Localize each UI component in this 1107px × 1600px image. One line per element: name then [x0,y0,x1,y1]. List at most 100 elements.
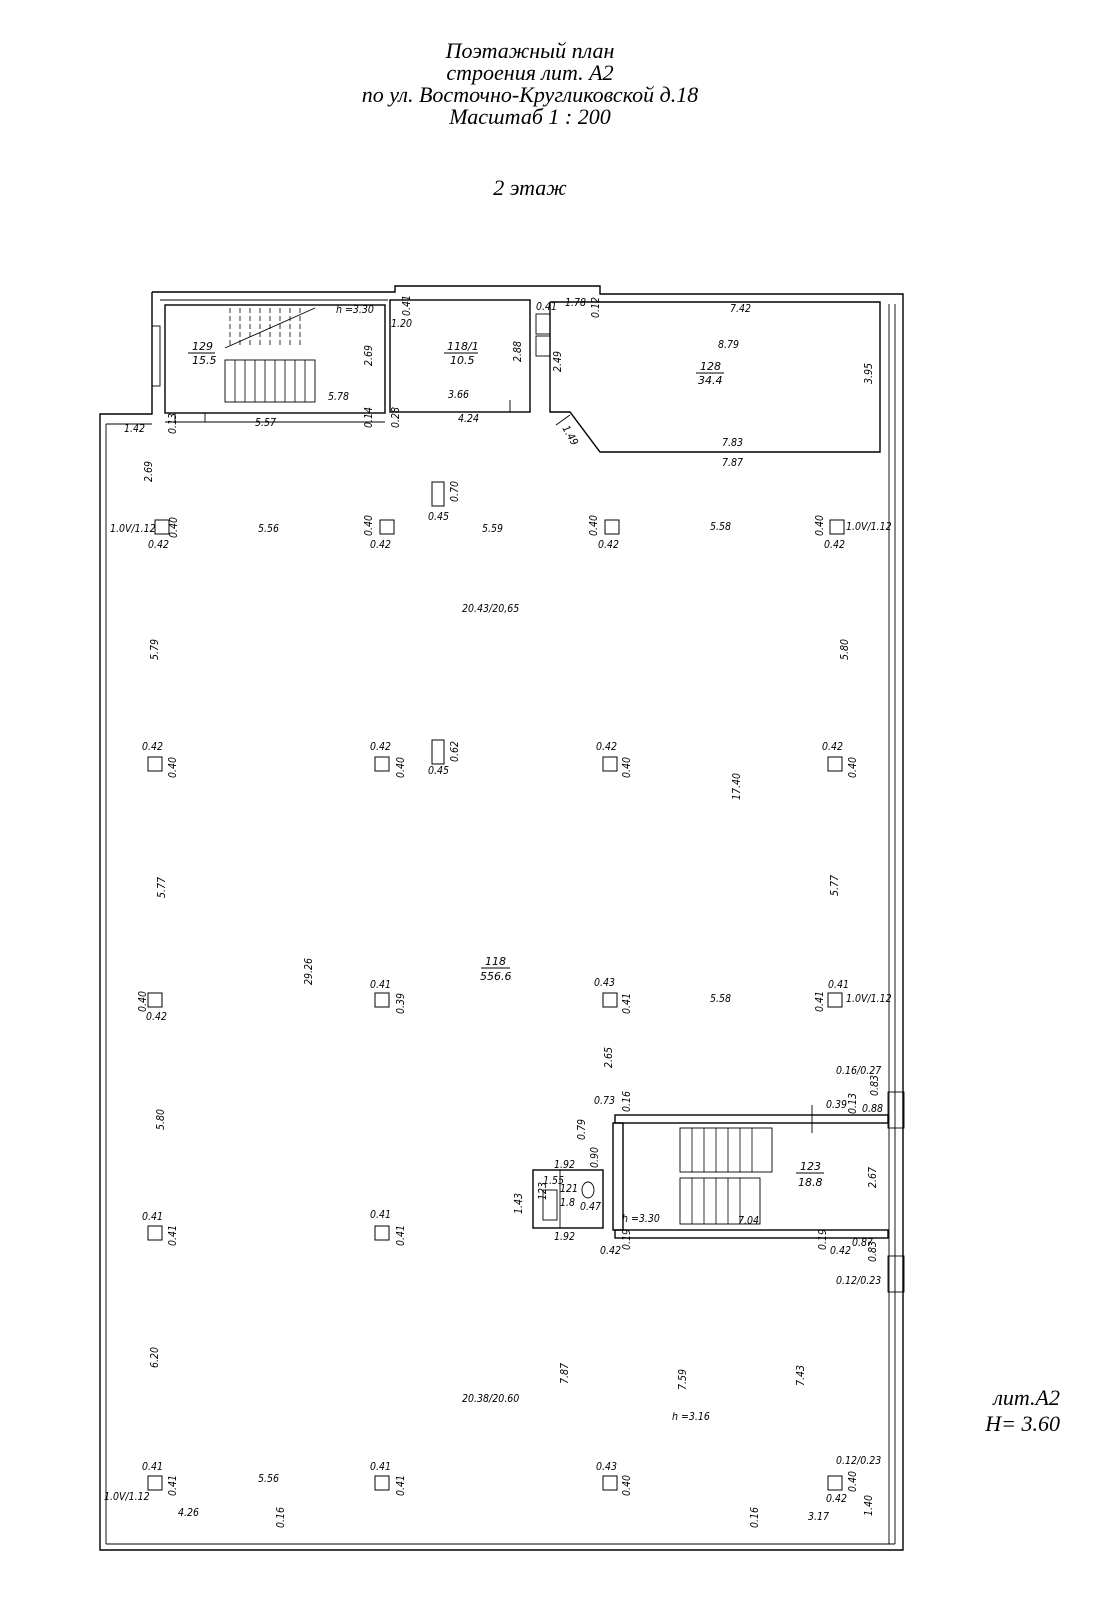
dim-label: 0.83 [867,1241,879,1262]
dim-label: 7.83 [722,437,743,449]
title-line-1: Поэтажный план [445,38,615,63]
column-label: 0.43 [594,977,615,989]
column-label: 0.40 [621,757,633,778]
dim-label: 5.77 [156,877,168,898]
room-area: 15.5 [192,354,217,367]
dim-label: 5.58 [710,521,731,533]
column-label: 1.0V/1.12 [110,523,156,535]
dim-label: 3.95 [863,363,875,384]
dim-label: 20.38/20.60 [462,1393,519,1405]
room-128-walls [535,301,881,453]
dim-label: 2.88 [512,341,524,362]
room-118-1-walls [389,299,531,413]
column-label: 0.42 [826,1493,847,1505]
column-label: 0.41 [814,991,826,1012]
column-label: 0.42 [142,741,163,753]
dim-label: 5.57 [255,417,276,429]
dim-label: 2.69 [143,461,155,482]
column-label: 1.0V/1.12 [104,1491,150,1503]
dim-label: 0.14 [363,407,375,428]
column-label: 0.41 [142,1211,163,1223]
dim-label: 0.16 [621,1091,633,1112]
dim-label: 7.04 [738,1215,759,1227]
stair-bottom [679,1127,773,1225]
column-label: 0.42 [598,539,619,551]
dim-label: 0.12 [590,297,602,318]
room-121-walls [532,1169,604,1229]
dim-label: 0.87 [852,1237,873,1249]
dim-label: 0.19 [621,1229,633,1250]
column-label: 0.40 [167,757,179,778]
column-label: 0.40 [168,517,180,538]
room-number: 118/1 [447,340,479,353]
dim-label: 0.16 [275,1507,287,1528]
dim-label: 1.78 [565,297,586,309]
column-label: 0.41 [167,1475,179,1496]
building-height: H= 3.60 [985,1411,1060,1436]
dim-label: 5.78 [328,391,349,403]
dim-label: 0.16/0.27 [836,1065,881,1077]
dim-label: 7.87 [559,1363,571,1384]
dim-label: 5.79 [149,639,161,660]
room-number: 129 [192,340,213,353]
column-label: 0.41 [142,1461,163,1473]
dim-label: 5.58 [710,993,731,1005]
room-area: 556.6 [480,970,512,983]
dim-label: 0.28 [390,407,402,428]
dim-label: 5.56 [258,1473,279,1485]
dim-label: 1.40 [863,1495,875,1516]
outer-walls [99,285,905,1551]
column-label: 0.41 [370,1209,391,1221]
dim-label: 2.65 [603,1047,615,1068]
dim-label: 0.13 [847,1093,859,1114]
dim-label: 5.80 [839,639,851,660]
dim-label: 2.67 [867,1167,879,1188]
dim-label: 1.92 [554,1231,575,1243]
dim-label: 7.59 [677,1369,689,1390]
dim-label: 7.87 [722,457,743,469]
dim-label: 1.43 [513,1193,525,1214]
dim-label: 0.45 [428,511,449,523]
dim-label: 5.56 [258,523,279,535]
room-area: 10.5 [450,354,475,367]
column-label: 0.41 [621,993,633,1014]
floor-label: 2 этаж [493,175,567,200]
dim-label: 0.70 [449,481,461,502]
column-label: 0.42 [146,1011,167,1023]
dim-label: 20.43/20,65 [462,603,519,615]
column-label: 0.40 [814,515,826,536]
column-label: 0.41 [828,979,849,991]
column-label: 0.42 [596,741,617,753]
dim-label: 0.73 [594,1095,615,1107]
dim-label: 2.69 [363,345,375,366]
dim-label: 0.83 [869,1075,881,1096]
dim-label: 1.55 [543,1175,564,1187]
column-label: 0.42 [370,539,391,551]
dim-label: 3.66 [448,389,469,401]
dim-label: 4.24 [458,413,479,425]
column-label: 0.41 [167,1225,179,1246]
column-label: 0.42 [148,539,169,551]
room-area: 34.4 [698,374,723,387]
dim-label: 0.41 [536,301,557,313]
height-label: h =3.30 [622,1213,660,1225]
dim-label: 17.40 [731,773,743,800]
dim-label: 3.17 [808,1511,829,1523]
dim-label: 6.20 [149,1347,161,1368]
column-label: 0.41 [370,979,391,991]
room-number: 123 [800,1160,821,1173]
room-number: 121 [560,1183,578,1195]
title-line-2: строения лит. А2 [446,60,614,85]
column-label: 0.40 [588,515,600,536]
column-label: 0.40 [137,991,149,1012]
height-label: h =3.16 [672,1411,710,1423]
columns [147,481,845,1491]
room-area: 18.8 [798,1176,823,1189]
column-label: 0.42 [824,539,845,551]
dim-label: 1.42 [124,423,145,435]
title-line-4: Масштаб 1 : 200 [449,104,611,129]
building-lit: лит.А2 [993,1385,1060,1410]
dim-label: 0.79 [576,1119,588,1140]
column-label: 0.42 [370,741,391,753]
